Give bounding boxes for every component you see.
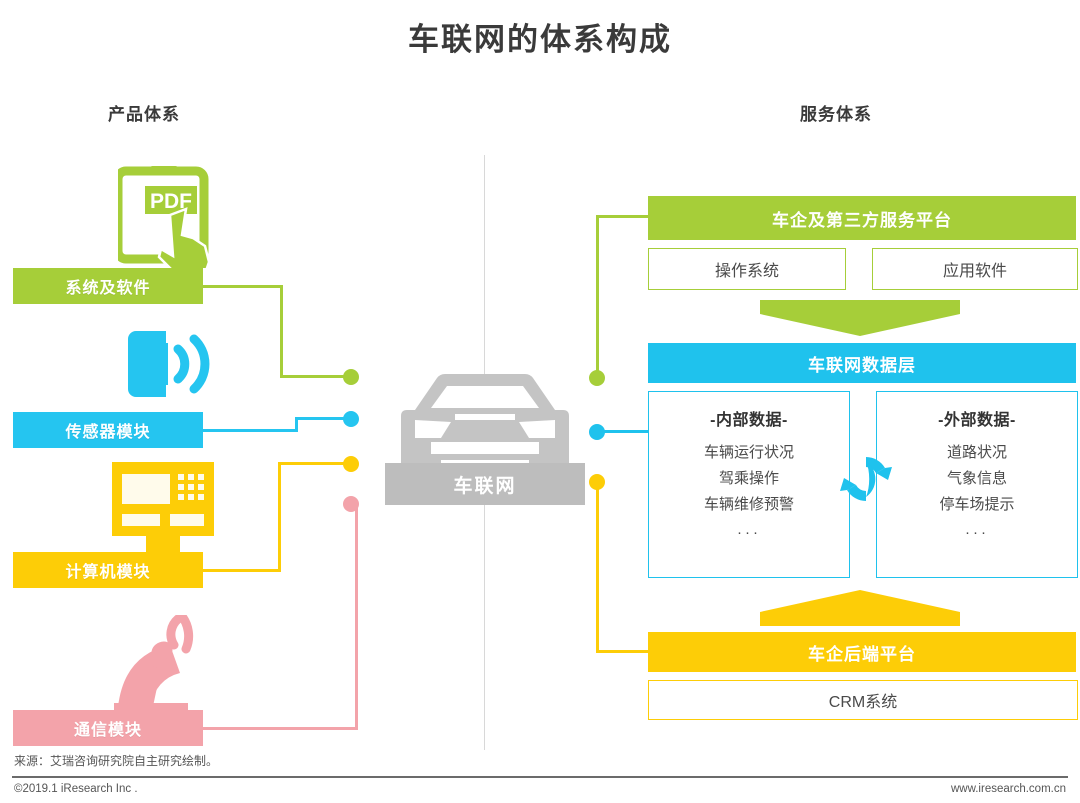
satellite-dish-icon [114, 615, 194, 715]
right-connector-platform-h [596, 215, 650, 218]
connector-system-h1 [203, 285, 283, 288]
footer-divider [12, 776, 1068, 778]
external-data-ellipsis: ··· [965, 524, 989, 541]
external-data-heading: -外部数据- [938, 412, 1016, 429]
module-bar-communication[interactable]: 通信模块 [13, 710, 203, 746]
platform-title-bar[interactable]: 车企及第三方服务平台 [648, 196, 1076, 240]
connector-system-h2 [280, 375, 350, 378]
source-note: 来源：艾瑞咨询研究院自主研究绘制。 [14, 754, 219, 768]
platform-item-app[interactable]: 应用软件 [872, 248, 1078, 290]
signal-wave-icon [128, 331, 210, 397]
connector-dot-communication [343, 496, 359, 512]
column-header-service: 服务体系 [800, 105, 872, 124]
module-bar-system-software[interactable]: 系统及软件 [13, 268, 203, 304]
right-connector-dot-data [589, 424, 605, 440]
computer-terminal-icon [112, 462, 214, 558]
right-connector-dot-backend [589, 474, 605, 490]
right-connector-data-h [604, 430, 650, 433]
right-connector-dot-platform [589, 370, 605, 386]
external-data-item: 停车场提示 [939, 496, 1015, 513]
arrow-up-yellow-icon [760, 590, 960, 626]
external-data-item: 道路状况 [946, 444, 1007, 461]
internal-data-box[interactable]: -内部数据- 车辆运行状况 驾乘操作 车辆维修预警 ··· [648, 391, 850, 578]
external-data-item: 气象信息 [946, 470, 1007, 487]
internal-data-ellipsis: ··· [737, 524, 761, 541]
backend-item-crm[interactable]: CRM系统 [648, 680, 1078, 720]
right-connector-backend-h [596, 650, 650, 653]
sync-exchange-icon [840, 457, 892, 501]
connector-comm-h [203, 727, 358, 730]
connector-comm-v [355, 508, 358, 730]
internal-data-item: 驾乘操作 [718, 470, 779, 487]
connector-sensor-h2 [295, 417, 350, 420]
center-node-label: 车联网 [385, 463, 585, 505]
external-data-box[interactable]: -外部数据- 道路状况 气象信息 停车场提示 ··· [876, 391, 1078, 578]
connector-sensor-v [295, 417, 298, 432]
connector-computer-v [278, 462, 281, 572]
footer-copyright: ©2019.1 iResearch Inc . [14, 783, 138, 795]
connector-dot-system [343, 369, 359, 385]
internal-data-item: 车辆维修预警 [703, 496, 794, 513]
connector-dot-computer [343, 456, 359, 472]
tablet-pdf-hand-icon: PDF [118, 166, 211, 268]
platform-item-os[interactable]: 操作系统 [648, 248, 846, 290]
page-title: 车联网的体系构成 [408, 22, 672, 57]
car-silhouette-icon [401, 374, 569, 469]
connector-system-v [280, 285, 283, 378]
connector-computer-h2 [278, 462, 350, 465]
data-layer-title-bar[interactable]: 车联网数据层 [648, 343, 1076, 383]
arrow-down-green-icon [760, 300, 960, 336]
column-header-product: 产品体系 [108, 105, 180, 124]
connector-dot-sensor [343, 411, 359, 427]
connector-sensor-h1 [203, 429, 298, 432]
module-bar-computer[interactable]: 计算机模块 [13, 552, 203, 588]
right-connector-backend-v [596, 484, 599, 652]
connector-computer-h1 [203, 569, 281, 572]
right-connector-platform-v [596, 215, 599, 375]
backend-title-bar[interactable]: 车企后端平台 [648, 632, 1076, 672]
svg-text:PDF: PDF [150, 190, 192, 213]
footer-website[interactable]: www.iresearch.com.cn [950, 783, 1066, 795]
internal-data-heading: -内部数据- [710, 412, 788, 429]
internal-data-item: 车辆运行状况 [703, 444, 794, 461]
module-bar-sensor[interactable]: 传感器模块 [13, 412, 203, 448]
